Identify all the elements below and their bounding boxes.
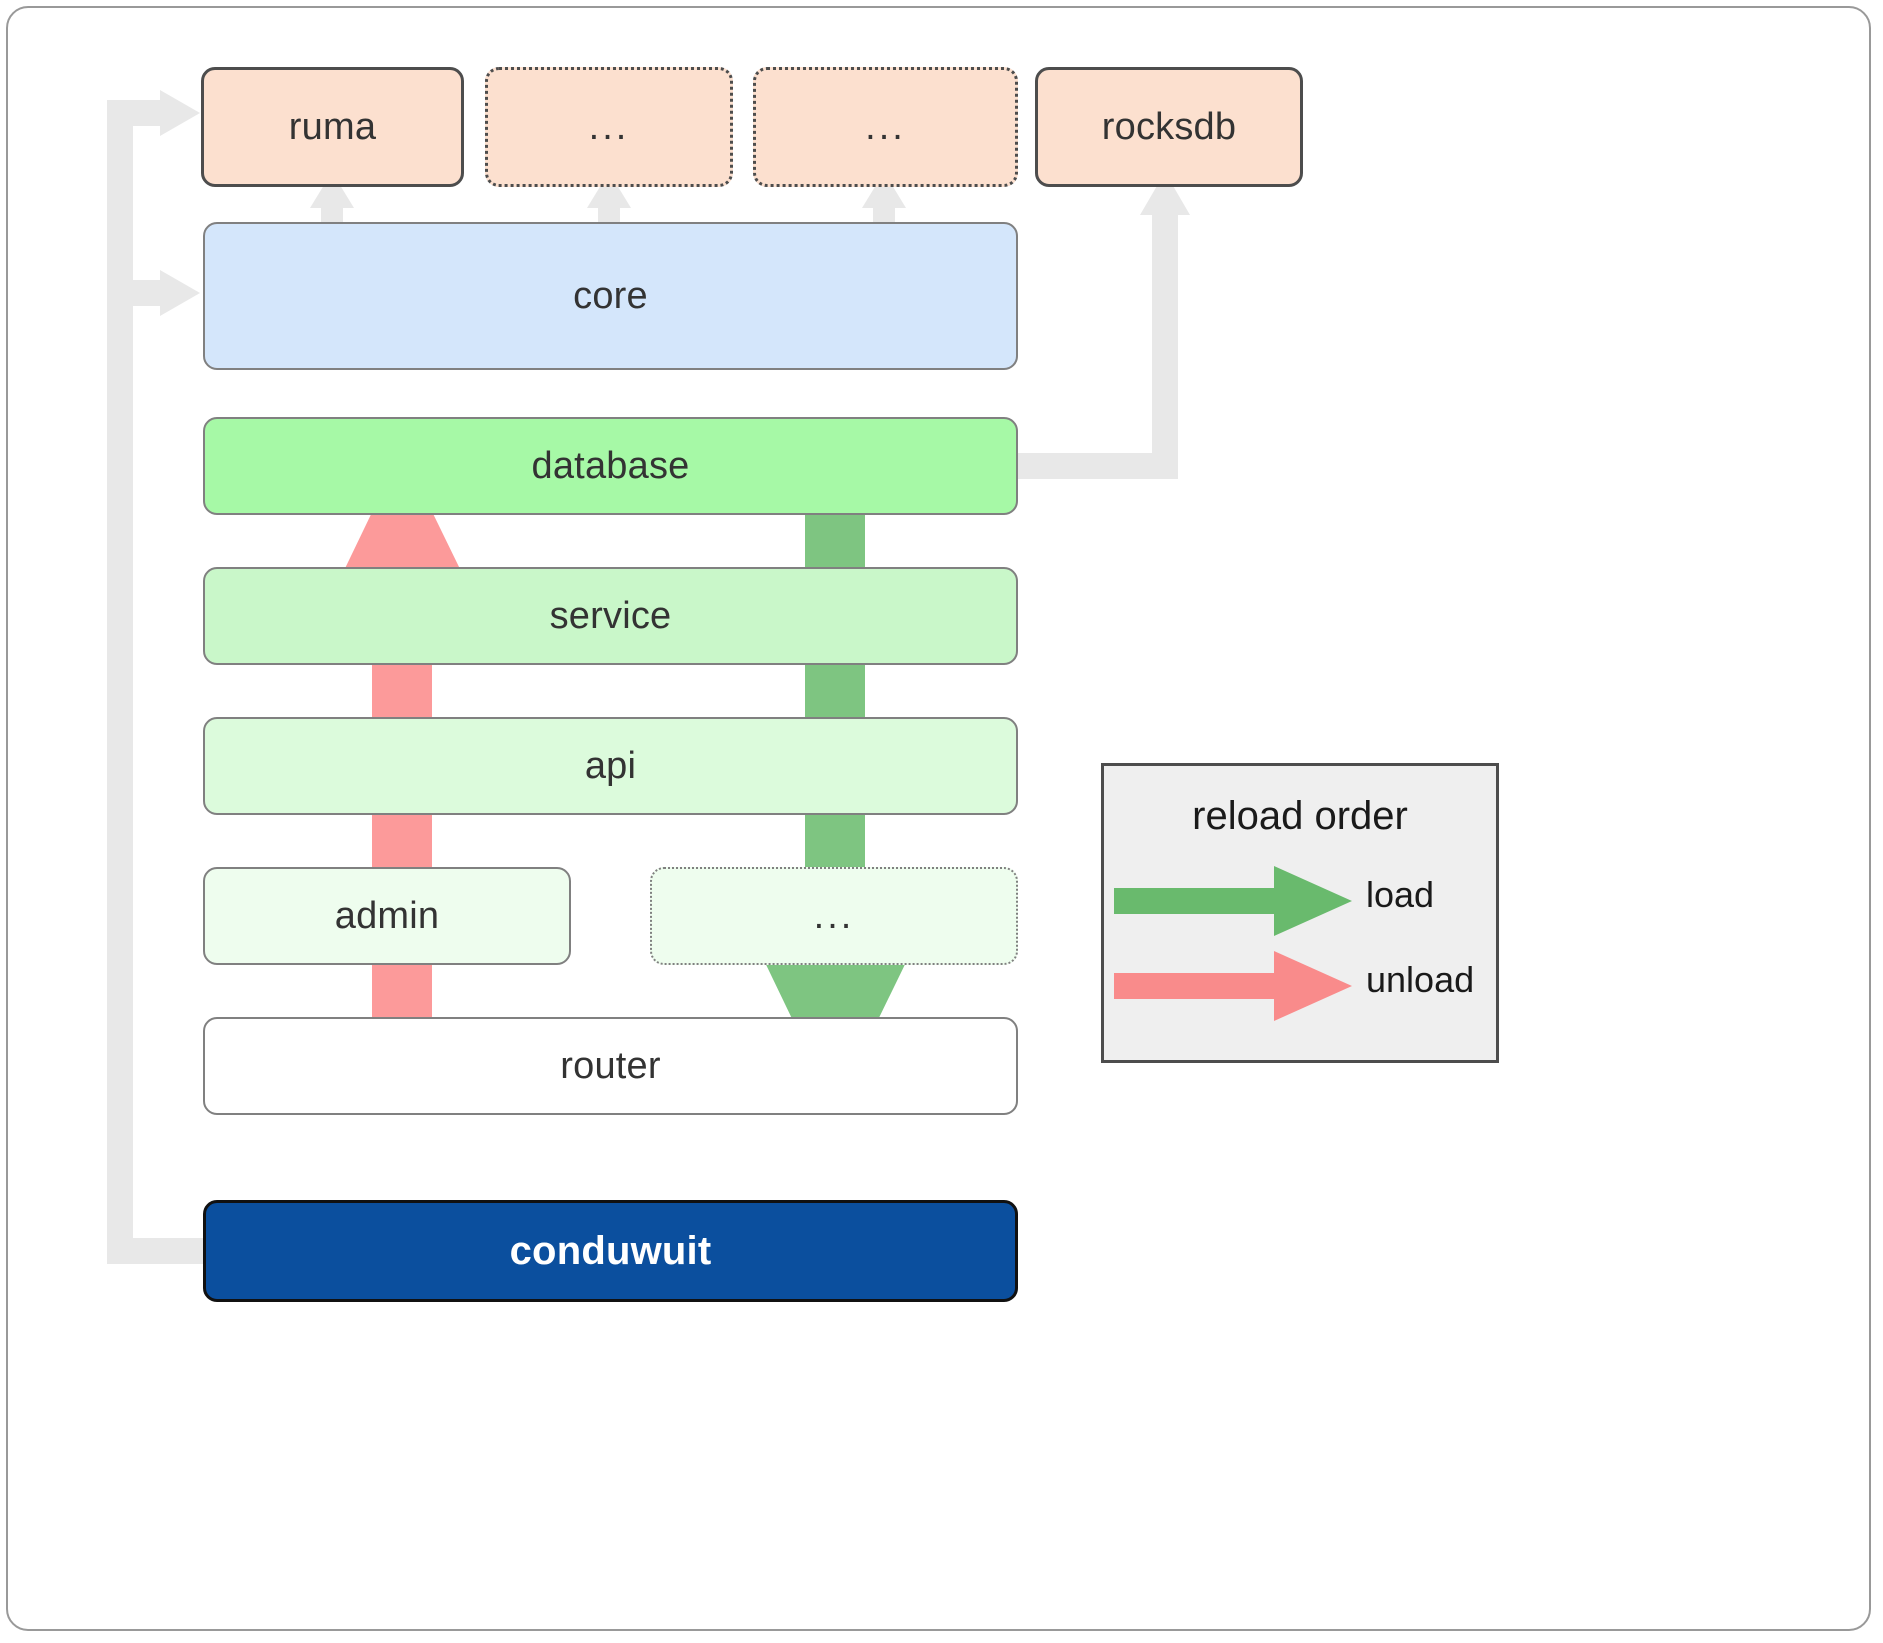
legend-panel: reload order load unload [1101,763,1499,1063]
layer-label: router [560,1044,661,1087]
layer-box-router[interactable]: router [203,1017,1018,1115]
dependency-box-rocksdb[interactable]: rocksdb [1035,67,1303,187]
root-box-conduwuit[interactable]: conduwuit [203,1200,1018,1302]
layer-box-core[interactable]: core [203,222,1018,370]
root-label: conduwuit [509,1228,712,1273]
layer-label: api [584,744,637,787]
unload-legend-icon [1114,951,1352,1021]
layer-label: core [573,274,648,317]
dependency-label: ... [588,105,630,148]
legend-row-load: load [1104,866,1496,936]
legend-label-load: load [1366,874,1435,915]
dependency-label: ruma [288,105,377,148]
dependency-box-ellipsis-2[interactable]: ... [753,67,1018,187]
layer-box-ellipsis[interactable]: ... [650,867,1018,965]
layer-box-service[interactable]: service [203,567,1018,665]
legend-row-unload: unload [1104,951,1496,1021]
layer-box-api[interactable]: api [203,717,1018,815]
dependency-label: rocksdb [1101,105,1237,148]
dependency-box-ruma[interactable]: ruma [201,67,464,187]
layer-label: database [531,444,690,487]
legend-label-unload: unload [1366,959,1475,1000]
layer-label: admin [334,894,440,937]
layer-label: service [549,594,672,637]
legend-title: reload order [1192,794,1408,838]
dependency-box-ellipsis-1[interactable]: ... [485,67,733,187]
dependency-label: ... [865,105,906,148]
layer-box-admin[interactable]: admin [203,867,571,965]
layer-box-database[interactable]: database [203,417,1018,515]
layer-label: ... [813,894,855,937]
load-legend-icon [1114,866,1352,936]
